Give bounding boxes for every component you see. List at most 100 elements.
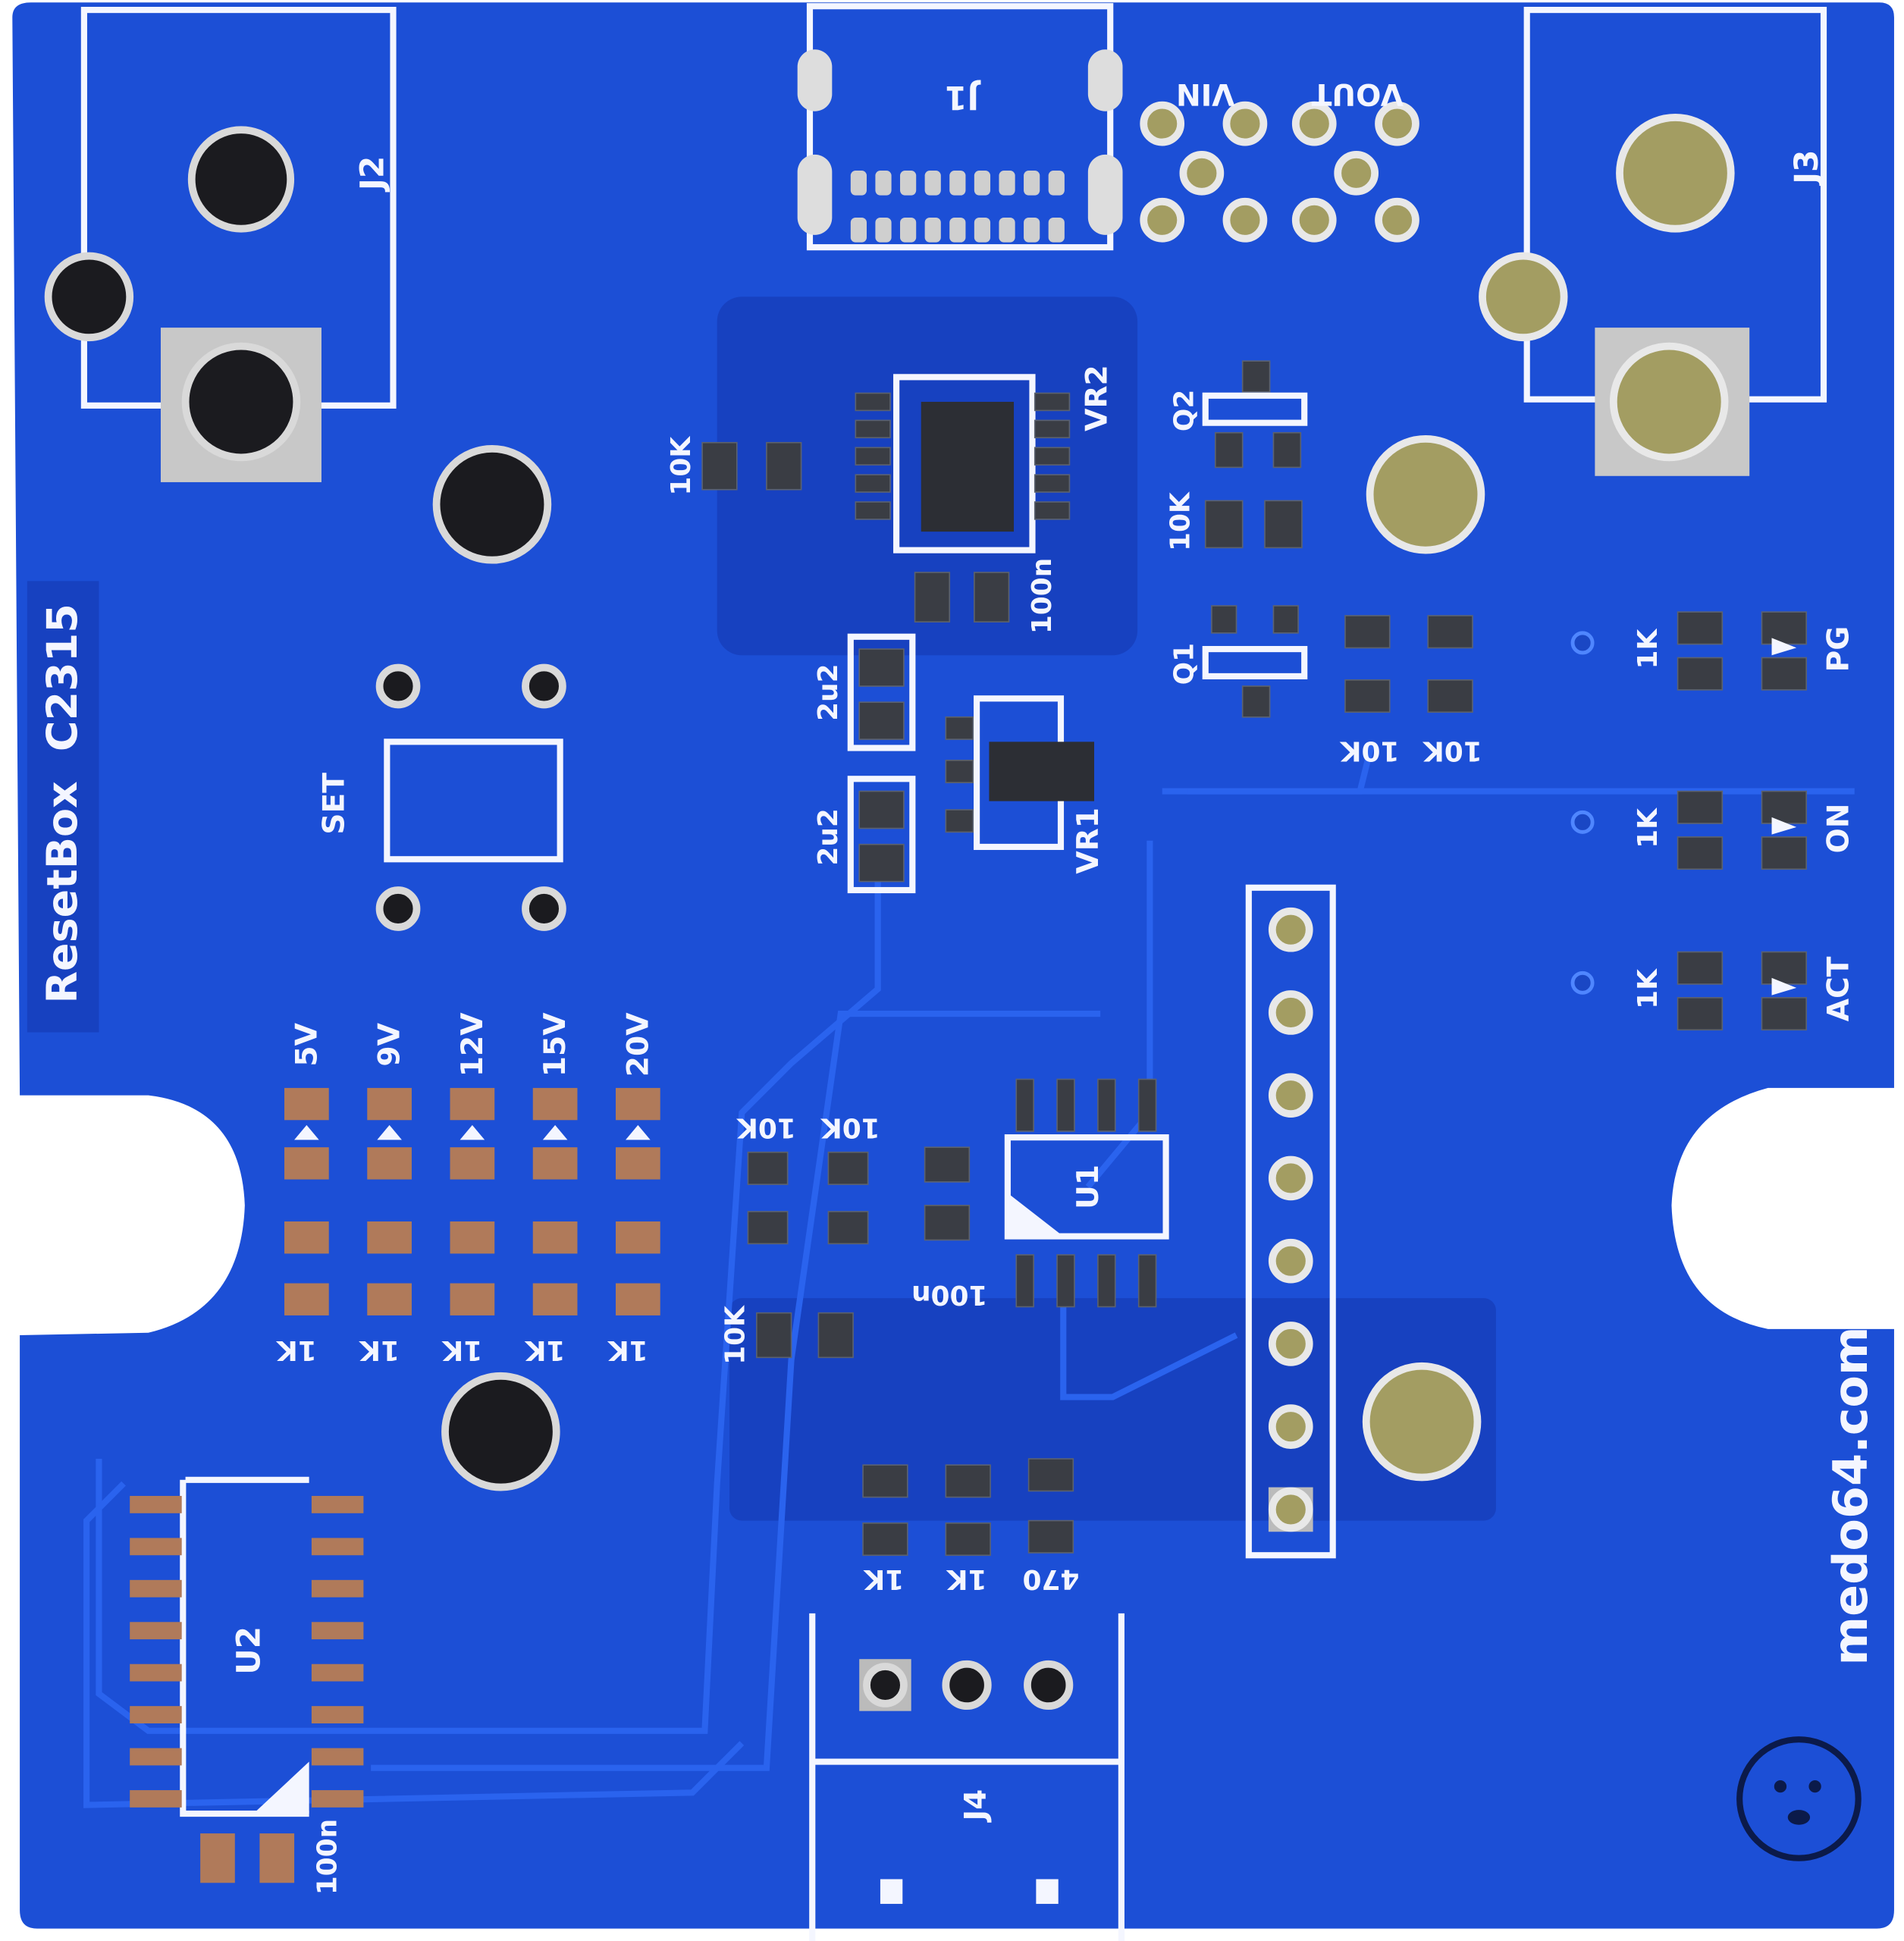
usb-pin xyxy=(999,171,1015,196)
resistor-label: 1K xyxy=(276,1334,317,1366)
j3-label: J3 xyxy=(1788,150,1825,187)
ic-pin xyxy=(311,1748,364,1766)
led-pad xyxy=(450,1147,495,1180)
led-pad xyxy=(615,1147,660,1180)
header-pin xyxy=(1222,101,1268,146)
resistor-pad xyxy=(615,1221,660,1254)
led-polarity-icon xyxy=(377,1124,402,1140)
connector-j1-usb-c: J1 xyxy=(797,3,1123,251)
barrel-jack-hole xyxy=(187,126,295,233)
usb-pin xyxy=(949,171,966,196)
usb-pin xyxy=(900,171,917,196)
set-button[interactable]: SET xyxy=(317,663,566,931)
ic-pin xyxy=(130,1495,182,1513)
ic-pin xyxy=(311,1790,364,1808)
ic-pin xyxy=(855,392,891,412)
j1-label: J1 xyxy=(945,79,981,116)
usb-pin xyxy=(875,218,892,243)
header-pin xyxy=(1140,101,1185,146)
ic-pin xyxy=(311,1663,364,1682)
ic-pin xyxy=(311,1579,364,1598)
resistor-label: 1K xyxy=(441,1334,482,1366)
led-pad xyxy=(1761,997,1808,1031)
header-pin xyxy=(1291,197,1337,243)
header-pin xyxy=(1268,1156,1313,1201)
led-polarity-icon xyxy=(294,1124,319,1140)
usb-pin xyxy=(900,218,917,243)
capacitor-label: 2u2 xyxy=(813,808,844,865)
header-pin xyxy=(1268,1487,1313,1532)
usb-pin xyxy=(875,171,892,196)
led-pad xyxy=(284,1087,329,1121)
usb-pin xyxy=(1048,218,1065,243)
pcb-board xyxy=(12,2,1894,1929)
led-pad xyxy=(1761,951,1808,985)
set-label: SET xyxy=(317,773,351,835)
ic-pin xyxy=(1034,474,1071,493)
j2-label: J2 xyxy=(353,156,391,193)
resistor-label: 10K xyxy=(720,1305,751,1365)
led-pad xyxy=(532,1147,578,1180)
ic-pin xyxy=(130,1579,182,1598)
voltage-led-label: 20V xyxy=(621,1012,655,1077)
led-pad xyxy=(615,1087,660,1121)
voltage-led-label: 15V xyxy=(538,1012,572,1077)
resistor-label: 1K xyxy=(1633,968,1664,1009)
transistors: Q2 10K Q1 10K 10K xyxy=(1165,360,1482,766)
ic-pin xyxy=(855,474,891,493)
regulator-vr1: 2u2 2u2 VR1 xyxy=(813,633,1106,894)
capacitor-label: 100n xyxy=(1027,558,1058,634)
svg-text:ResetBoxC2315: ResetBoxC2315 xyxy=(39,604,87,1003)
led-polarity-icon xyxy=(1771,977,1797,996)
resistor-pad xyxy=(532,1283,578,1315)
led-polarity-icon xyxy=(626,1124,651,1140)
board-title: ResetBoxC2315 xyxy=(27,581,99,1033)
voltage-led-label: 5V xyxy=(290,1022,324,1066)
ic-pin xyxy=(130,1663,182,1682)
u1-label: U1 xyxy=(1071,1165,1106,1209)
traces xyxy=(83,741,1855,1808)
mounting-hole xyxy=(1366,434,1485,554)
ic-pin xyxy=(1056,1078,1075,1132)
resistor-pad xyxy=(450,1221,495,1254)
status-led-label: ON xyxy=(1822,803,1856,853)
capacitor-label: 100n xyxy=(312,1819,343,1895)
vr1-label: VR1 xyxy=(1071,807,1106,874)
ic-pin xyxy=(130,1622,182,1640)
usb-pin xyxy=(850,171,867,196)
resistor-label: 1K xyxy=(1633,628,1664,669)
usb-pin xyxy=(850,218,867,243)
header-pin xyxy=(1268,1238,1313,1284)
u2-label: U2 xyxy=(230,1626,267,1675)
led-pad xyxy=(532,1087,578,1121)
resistor-label: 10K xyxy=(1340,735,1400,766)
header-pin xyxy=(1268,1404,1313,1450)
led-polarity-icon xyxy=(1771,638,1797,656)
ic-pin xyxy=(130,1748,182,1766)
resistor-pad xyxy=(284,1283,329,1315)
header-pin xyxy=(1268,990,1313,1035)
header-pin xyxy=(1375,101,1419,146)
vout-label: VOUT xyxy=(1311,77,1404,111)
led-pad xyxy=(367,1147,412,1180)
header-pin xyxy=(1268,1073,1313,1118)
header-pin xyxy=(1268,1322,1313,1366)
led-polarity-icon xyxy=(460,1124,485,1140)
led-pad xyxy=(1761,790,1808,824)
ic-pin xyxy=(1056,1254,1075,1308)
resistor-pad xyxy=(367,1283,412,1315)
led-pad xyxy=(367,1087,412,1121)
via xyxy=(1570,970,1595,995)
regulator-vr2: VR2 10K 100n xyxy=(666,365,1114,634)
resistor-pad xyxy=(1677,611,1724,645)
status-led-label: PG xyxy=(1822,626,1856,673)
resistor-label: 1K xyxy=(946,1563,987,1595)
resistor-pad xyxy=(1677,997,1724,1031)
ic-pin xyxy=(855,447,891,466)
ic-pin xyxy=(1034,419,1071,439)
header-pin xyxy=(1375,197,1419,243)
usb-pin xyxy=(1024,171,1040,196)
ic-pin xyxy=(1137,1078,1157,1132)
resistor-pad xyxy=(1677,951,1724,985)
